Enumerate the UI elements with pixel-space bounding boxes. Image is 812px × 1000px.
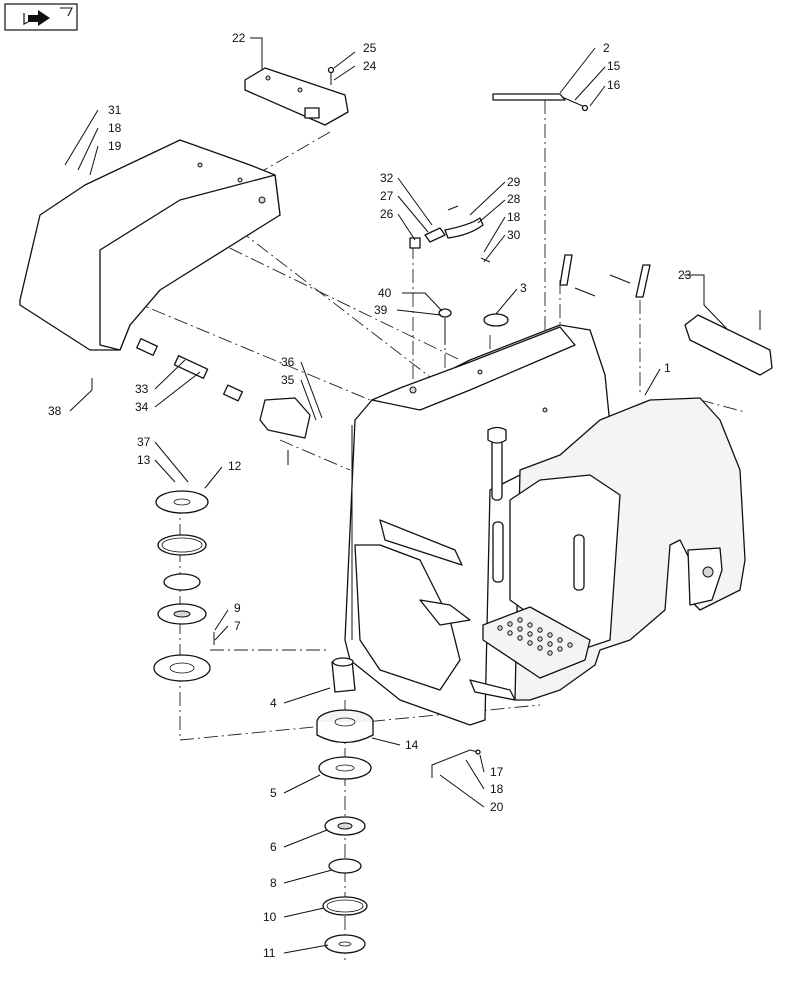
callout-labels: 1 2 3 4 5 6 7 8 9 10 11 12 13 14 15 16 1…	[48, 31, 692, 960]
callout-37[interactable]: 37	[137, 435, 151, 449]
callout-18-a[interactable]: 18	[108, 121, 122, 135]
main-hood-assembly	[344, 324, 746, 726]
callout-10[interactable]: 10	[263, 910, 277, 924]
callout-2[interactable]: 2	[603, 41, 610, 55]
callout-29[interactable]: 29	[507, 175, 521, 189]
plate-35-36	[259, 397, 311, 465]
step-grate-holes	[497, 617, 573, 656]
cap-40-dipstick-39	[438, 308, 452, 345]
callout-15[interactable]: 15	[607, 59, 621, 73]
callout-1[interactable]: 1	[664, 361, 671, 375]
callout-8[interactable]: 8	[270, 876, 277, 890]
callout-36[interactable]: 36	[281, 355, 295, 369]
left-fender-panel	[19, 139, 281, 351]
callout-7[interactable]: 7	[234, 619, 241, 633]
callout-4[interactable]: 4	[270, 696, 277, 710]
callout-34[interactable]: 34	[135, 400, 149, 414]
callout-11[interactable]: 11	[263, 946, 276, 960]
callout-17[interactable]: 17	[490, 765, 504, 779]
callout-22[interactable]: 22	[232, 31, 246, 45]
callout-38[interactable]: 38	[48, 404, 62, 418]
callout-12[interactable]: 12	[228, 459, 242, 473]
pins-33-34	[136, 338, 244, 402]
bolt-24-25	[327, 66, 335, 85]
callout-30[interactable]: 30	[507, 228, 521, 242]
callout-20[interactable]: 20	[490, 800, 504, 814]
rod-20	[431, 749, 481, 778]
callout-5[interactable]: 5	[270, 786, 277, 800]
callout-35[interactable]: 35	[281, 373, 295, 387]
callout-39[interactable]: 39	[374, 303, 388, 317]
callout-6[interactable]: 6	[270, 840, 277, 854]
callout-16[interactable]: 16	[607, 78, 621, 92]
ring-3	[483, 313, 509, 327]
bracket-23	[684, 310, 773, 376]
callout-23[interactable]: 23	[678, 268, 692, 282]
bearing-stack-center	[316, 657, 374, 954]
callout-14[interactable]: 14	[405, 738, 419, 752]
bearing-stack-left	[153, 490, 215, 682]
callout-31[interactable]: 31	[108, 103, 122, 117]
callout-24[interactable]: 24	[363, 59, 377, 73]
callout-19[interactable]: 19	[108, 139, 122, 153]
mount-brackets-top-right	[559, 254, 651, 298]
callout-25[interactable]: 25	[363, 41, 377, 55]
book-arrow-icon[interactable]	[4, 3, 78, 31]
callout-9[interactable]: 9	[234, 601, 241, 615]
callout-33[interactable]: 33	[135, 382, 149, 396]
callout-13[interactable]: 13	[137, 453, 151, 467]
callout-18-c[interactable]: 18	[490, 782, 504, 796]
bracket-2	[492, 93, 589, 112]
bracket-22	[244, 67, 349, 126]
callout-26[interactable]: 26	[380, 207, 394, 221]
callout-18-b[interactable]: 18	[507, 210, 521, 224]
callout-3[interactable]: 3	[520, 281, 527, 295]
callout-28[interactable]: 28	[507, 192, 521, 206]
callout-27[interactable]: 27	[380, 189, 394, 203]
callout-40[interactable]: 40	[378, 286, 392, 300]
callout-32[interactable]: 32	[380, 171, 394, 185]
leader-lines	[64, 37, 729, 954]
fittings-26-30	[409, 205, 491, 263]
